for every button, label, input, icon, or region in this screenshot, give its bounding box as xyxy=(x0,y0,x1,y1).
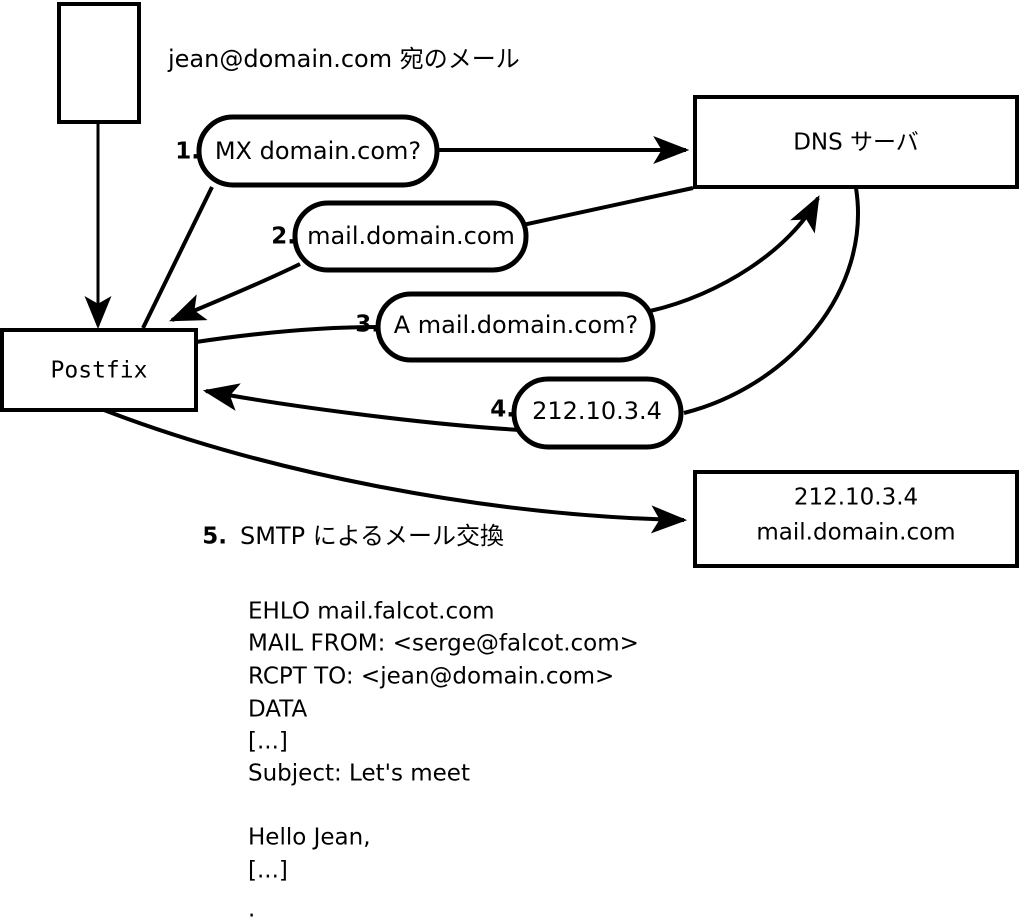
edge-postfix-to-callout1 xyxy=(141,186,214,329)
node-mailserver-ip-label: 212.10.3.4 xyxy=(794,485,918,511)
step-5-label: SMTP によるメール交換 xyxy=(240,522,504,550)
step-1-number: 1. xyxy=(175,139,200,165)
node-mailserver-host-label: mail.domain.com xyxy=(756,520,955,546)
smtp-transcript: EHLO mail.falcot.com MAIL FROM: <serge@f… xyxy=(248,599,639,919)
transcript-line: RCPT TO: <jean@domain.com> xyxy=(248,664,614,690)
callout-3-label: A mail.domain.com? xyxy=(394,311,639,339)
node-postfix-box xyxy=(0,328,198,412)
edge-postfix-to-mailserver xyxy=(103,408,688,534)
node-client-box xyxy=(57,2,141,124)
transcript-line: . xyxy=(248,897,255,919)
callout-4-box xyxy=(511,376,684,450)
transcript-line: Hello Jean, xyxy=(248,825,371,851)
transcript-line: [...] xyxy=(248,858,288,884)
node-dns-label: DNS サーバ xyxy=(793,130,919,156)
callout-4-label: 212.10.3.4 xyxy=(532,397,662,425)
edge-callout4-to-postfix xyxy=(202,383,521,432)
step-4-number: 4. xyxy=(490,397,515,423)
mail-destination-caption: jean@domain.com 宛のメール xyxy=(167,45,520,73)
transcript-line: MAIL FROM: <serge@falcot.com> xyxy=(248,631,639,657)
callout-1-label: MX domain.com? xyxy=(215,137,421,165)
callout-2-box xyxy=(292,200,529,273)
step-5-number: 5. xyxy=(202,524,227,550)
callout-1-box xyxy=(196,114,440,188)
transcript-line: EHLO mail.falcot.com xyxy=(248,599,495,625)
node-dns-box xyxy=(693,95,1019,189)
transcript-line: Subject: Let's meet xyxy=(248,761,470,787)
edge-callout3-to-dns xyxy=(649,195,820,313)
transcript-line: [...] xyxy=(248,729,288,755)
callout-2-label: mail.domain.com xyxy=(307,222,515,250)
transcript-line: DATA xyxy=(248,697,308,723)
step-2-number: 2. xyxy=(271,224,296,250)
callout-3-box xyxy=(375,291,656,363)
edge-postfix-to-callout3 xyxy=(195,325,379,344)
edge-callout2-to-postfix xyxy=(169,262,301,322)
node-mailserver-box xyxy=(693,470,1019,568)
edge-dns-to-callout4 xyxy=(683,187,860,415)
node-postfix-label: Postfix xyxy=(51,358,148,384)
